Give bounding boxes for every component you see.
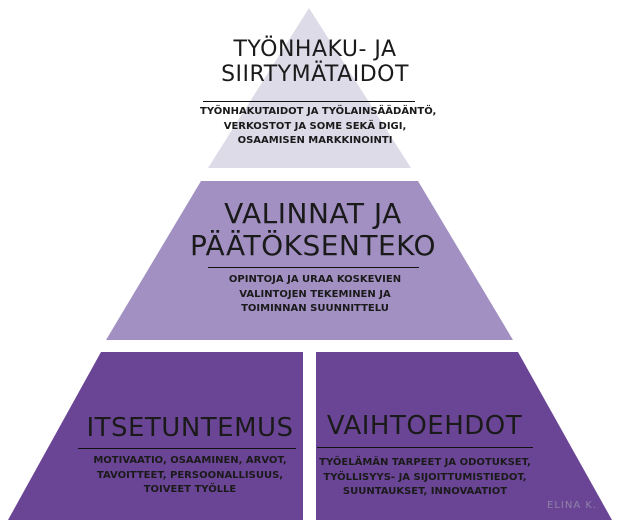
middle-tier-desc-line2: VALINTOJEN TEKEMINEN JA [239, 288, 391, 300]
middle-tier-title-line2: PÄÄTÖKSENTEKO [189, 229, 437, 263]
bottom-right-tier-desc-line2: TYÖLLISYYS- JA SIJOITTUMISTIEDOT, [323, 471, 527, 483]
bottom-right-tier-desc-line1: TYÖELÄMÄN TARPEET JA ODOTUKSET, [319, 457, 531, 468]
top-tier-title-line1: TYÖNHAKU- JA [233, 37, 397, 62]
bottom-left-tier-description: MOTIVAATIO, OSAAMINEN, ARVOT, TAVOITTEET… [60, 454, 320, 498]
top-tier-divider [203, 101, 415, 102]
top-tier-desc-line1: TYÖNHAKUTAIDOT JA TYÖLAINSÄÄDÄNTÖ, [200, 106, 437, 117]
top-tier-title-line2: SIIRTYMÄTAIDOT [221, 61, 409, 87]
middle-tier-title-line1: VALINNAT JA [224, 197, 402, 230]
middle-tier-shape [106, 181, 513, 340]
top-tier-description: TYÖNHAKUTAIDOT JA TYÖLAINSÄÄDÄNTÖ, VERKO… [200, 105, 437, 149]
bottom-left-tier-desc-line2: TAVOITTEET, PERSOONALLISUUS, [96, 469, 284, 481]
bottom-right-tier-divider [317, 447, 533, 448]
bottom-right-tier-desc-line3: SUUNTAUKSET, INNOVAATIOT [342, 486, 508, 497]
bottom-left-tier-desc-line1: MOTIVAATIO, OSAAMINEN, ARVOT, [93, 455, 287, 466]
middle-tier-desc-line1: OPINTOJA JA URAA KOSKEVIEN [228, 274, 402, 285]
bottom-left-tier-desc-line3: TOIVEET TYÖLLE [143, 484, 237, 495]
middle-tier-desc-line3: TOIMINNAN SUUNNITTELU [241, 303, 389, 314]
middle-tier-description: OPINTOJA JA URAA KOSKEVIEN VALINTOJEN TE… [200, 273, 430, 317]
middle-tier-title: VALINNAT JA PÄÄTÖKSENTEKO [178, 197, 448, 263]
bottom-left-tier-title: ITSETUNTEMUS [86, 413, 294, 443]
bottom-right-tier-shape [316, 352, 612, 520]
middle-tier-divider [208, 267, 419, 268]
bottom-right-tier-title: VAIHTOEHDOT [326, 411, 523, 441]
top-tier-shape [208, 8, 411, 168]
bottom-right-tier-description: TYÖELÄMÄN TARPEET JA ODOTUKSET, TYÖLLISY… [300, 456, 550, 500]
bottom-left-tier-shape [8, 352, 303, 520]
top-tier-desc-line3: OSAAMISEN MARKKINOINTI [237, 135, 393, 146]
top-tier-desc-line2: VERKOSTOT JA SOME SEKÄ DIGI, [223, 120, 407, 132]
top-tier-title: TYÖNHAKU- JA SIIRTYMÄTAIDOT [200, 37, 430, 87]
author-signature: ELINA K. [547, 500, 598, 511]
bottom-left-tier-divider [78, 448, 296, 449]
